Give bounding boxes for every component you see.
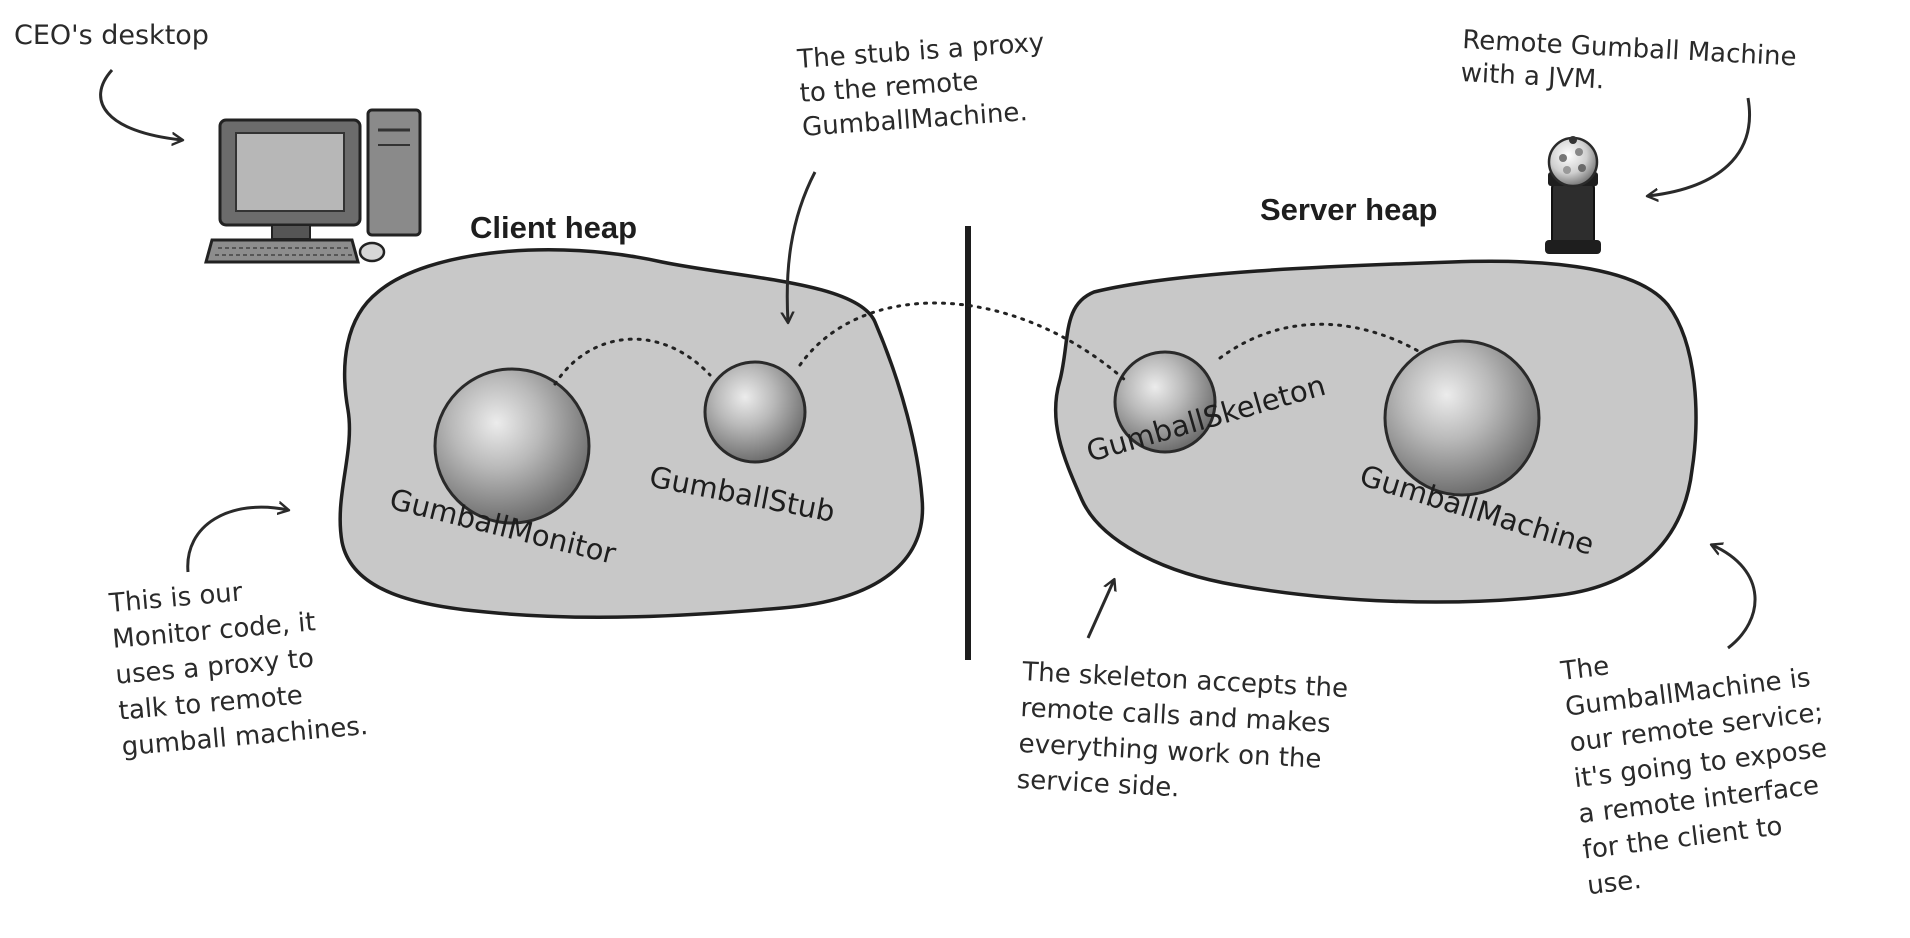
server-heap-title: Server heap bbox=[1260, 192, 1438, 227]
monitor-to-stub-link bbox=[553, 337, 712, 386]
monitor-note-arrow bbox=[186, 507, 288, 573]
desktop-computer-icon bbox=[204, 108, 422, 264]
client-heap-title: Client heap bbox=[470, 210, 637, 245]
remote-machine-note: Remote Gumball Machinewith a JVM. bbox=[1460, 25, 1797, 105]
gumball-machine-note-line: The bbox=[1558, 651, 1611, 687]
gumball-machine-sphere bbox=[1383, 339, 1541, 497]
skeleton-to-machine-link bbox=[1218, 322, 1422, 360]
monitor-code-note: This is ourMonitor code, ituses a proxy … bbox=[107, 568, 369, 763]
monitor-code-note-line: This is our bbox=[107, 577, 244, 619]
skeleton-note-arrow bbox=[1086, 580, 1114, 639]
stub-proxy-note: The stub is a proxyto the remoteGumballM… bbox=[795, 28, 1050, 143]
stub-proxy-note-line: The stub is a proxy bbox=[795, 28, 1045, 75]
gumball-machine-icon bbox=[1545, 136, 1601, 254]
gumball-machine-note: TheGumballMachine isour remote service;i… bbox=[1558, 626, 1842, 901]
gumball-skeleton-sphere bbox=[1113, 350, 1217, 454]
gumball-machine-note-line: use. bbox=[1586, 865, 1644, 901]
stub-to-skeleton-link bbox=[798, 301, 1127, 382]
gumball-stub-sphere bbox=[703, 360, 807, 464]
ceo-desktop-arrow bbox=[99, 68, 182, 140]
ceo-desktop-note: CEO's desktop bbox=[14, 20, 209, 51]
gumball-monitor-sphere bbox=[433, 367, 591, 525]
ceo-desktop-note-line: CEO's desktop bbox=[14, 20, 209, 51]
server-heap bbox=[1053, 259, 1698, 604]
skeleton-note-line: service side. bbox=[1016, 765, 1180, 803]
machine-note-arrow bbox=[1712, 545, 1757, 650]
client-heap bbox=[338, 248, 925, 619]
stub-note-arrow bbox=[787, 171, 817, 322]
remote-machine-arrow bbox=[1648, 97, 1751, 196]
skeleton-note: The skeleton accepts theremote calls and… bbox=[1015, 657, 1349, 812]
remote-machine-note-line: with a JVM. bbox=[1460, 58, 1605, 95]
